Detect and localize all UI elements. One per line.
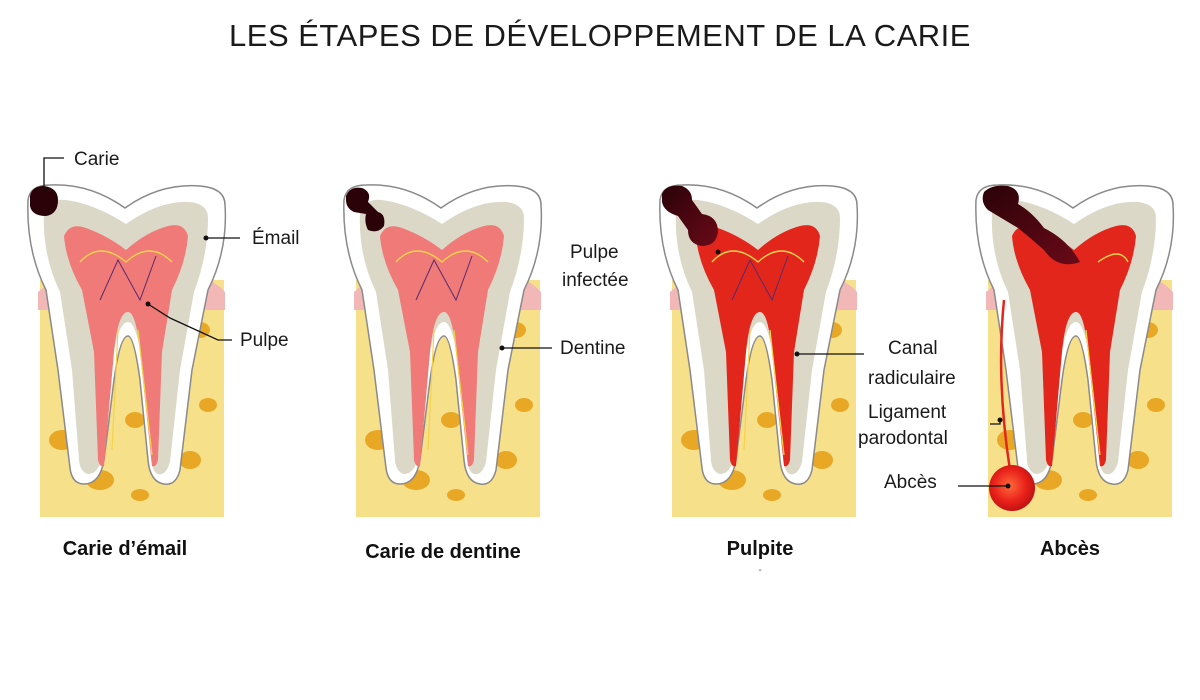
diagram-title: LES ÉTAPES DE DÉVELOPPEMENT DE LA CARIE	[229, 18, 971, 53]
label-pulpe-infectee-2: infectée	[562, 270, 629, 291]
label-email: Émail	[252, 228, 300, 249]
leader-pulpe	[147, 303, 232, 341]
label-radiculaire: radiculaire	[868, 368, 956, 389]
leader-carie	[43, 157, 64, 192]
caption-stage-1: Carie d’émail	[63, 538, 188, 560]
label-abces: Abcès	[884, 472, 937, 493]
caption-stage-2: Carie de dentine	[365, 541, 521, 563]
pulp-infected	[1012, 225, 1136, 467]
decay-spread	[982, 185, 1080, 265]
carie-lesion	[346, 187, 385, 232]
label-ligament: Ligament	[868, 402, 947, 423]
stage-3-pulpitis: Pulpite - Pulpe infectée Canal radiculai…	[562, 184, 956, 576]
label-parodontal: parodontal	[858, 428, 948, 449]
label-pulpe-infectee-1: Pulpe	[570, 242, 619, 263]
label-canal: Canal	[888, 338, 938, 359]
stage-2-dentin-caries: Carie de dentine Dentine	[343, 184, 626, 563]
stage-1-enamel-caries: Carie d’émail Carie Émail Pulpe	[27, 149, 300, 560]
label-dentine: Dentine	[560, 338, 626, 359]
ligament	[999, 299, 1012, 471]
caption-stage-4: Abcès	[1040, 538, 1100, 560]
label-pulpe: Pulpe	[240, 330, 289, 351]
abscess	[989, 465, 1035, 511]
pulp-infected	[696, 225, 820, 467]
pulp	[64, 225, 188, 467]
caption-stage-3: Pulpite	[727, 538, 794, 560]
stage-4-abscess: Abcès Ligament parodontal Abcès	[858, 184, 1175, 560]
caption-mark: -	[758, 565, 761, 576]
label-carie: Carie	[74, 149, 119, 170]
carie-lesion	[30, 186, 58, 216]
pulp	[380, 225, 504, 467]
carie-lesion	[662, 185, 718, 246]
